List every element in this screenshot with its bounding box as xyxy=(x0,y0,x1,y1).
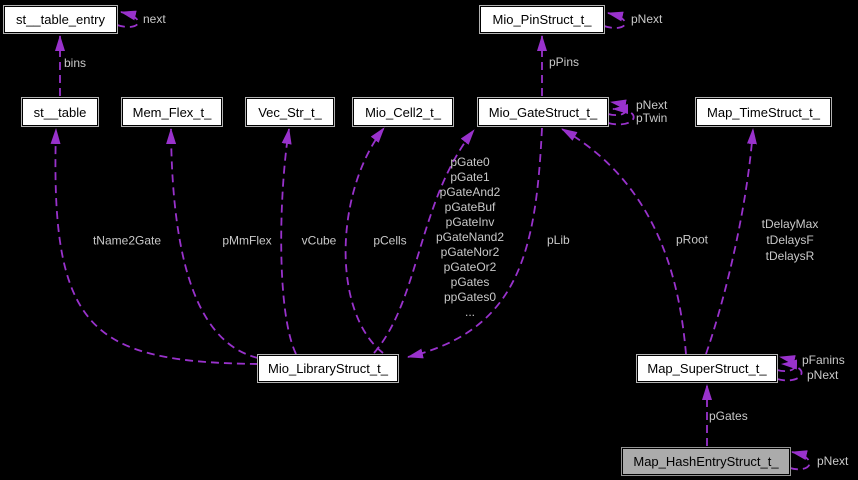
node-mem-flex[interactable]: Mem_Flex_t_ xyxy=(121,97,223,127)
node-st-table[interactable]: st__table xyxy=(21,97,99,127)
edge-label-time-fields: tDelayMax tDelaysF tDelaysR xyxy=(762,216,819,264)
edge-ptwin-gate-loop xyxy=(607,104,635,126)
edge-pnext-gate-loop xyxy=(607,99,627,116)
gate-field: ... xyxy=(464,305,475,319)
edge-pfanins-loop xyxy=(776,355,796,372)
edge-label-plib: pLib xyxy=(547,233,570,247)
gate-field: pGate1 xyxy=(450,170,490,184)
edge-next-loop xyxy=(116,10,140,28)
edge-label-ppins: pPins xyxy=(549,55,580,69)
edge-label-gate-fields: pGate0 pGate1 pGateAnd2 pGateBuf pGateIn… xyxy=(436,155,504,320)
edge-label-pnext-pin: pNext xyxy=(631,12,663,26)
edge-pnext-pin-loop xyxy=(603,11,627,29)
edge-label-pgates: pGates xyxy=(709,409,748,423)
edge-label-pcells: pCells xyxy=(373,233,407,248)
edge-pnext-super-loop xyxy=(776,359,803,382)
edge-label-ptwin: pTwin xyxy=(636,111,668,125)
time-field: tDelaysR xyxy=(765,249,815,263)
node-st-table-entry[interactable]: st__table_entry xyxy=(3,5,118,34)
gate-field: pGates xyxy=(450,275,490,289)
edge-label-pnext-super: pNext xyxy=(807,368,839,382)
gate-field: pGateBuf xyxy=(444,200,496,214)
time-field: tDelayMax xyxy=(761,217,819,231)
edge-tname2gate xyxy=(50,128,259,365)
edge-label-tname2gate: tName2Gate xyxy=(92,233,162,248)
edge-label-proot: pRoot xyxy=(675,232,709,247)
edge-label-next: next xyxy=(143,12,166,26)
edge-plib xyxy=(407,127,543,359)
edge-label-vcube: vCube xyxy=(301,233,337,248)
node-mio-gatestruct[interactable]: Mio_GateStruct_t_ xyxy=(477,97,609,127)
node-vec-str[interactable]: Vec_Str_t_ xyxy=(245,97,335,127)
edge-pcells xyxy=(344,127,385,354)
edge-label-pnext-gate: pNext xyxy=(636,98,668,112)
node-mio-librarystruct[interactable]: Mio_LibraryStruct_t_ xyxy=(257,354,399,383)
node-mio-pinstruct[interactable]: Mio_PinStruct_t_ xyxy=(479,5,605,34)
gate-field: pGateInv xyxy=(445,215,495,229)
edge-proot xyxy=(561,128,687,355)
node-mio-cell2[interactable]: Mio_Cell2_t_ xyxy=(352,97,454,127)
gate-field: pGateOr2 xyxy=(443,260,497,274)
gate-field: pGateAnd2 xyxy=(439,185,501,199)
node-map-timestruct[interactable]: Map_TimeStruct_t_ xyxy=(695,97,832,127)
edge-label-bins: bins xyxy=(64,56,87,70)
edge-label-pnext-hash: pNext xyxy=(817,454,849,468)
time-field: tDelaysF xyxy=(766,233,814,247)
edge-pmmflex xyxy=(166,128,259,359)
edge-pgate-fields xyxy=(373,129,475,354)
edge-vcube xyxy=(280,128,297,355)
gate-field: pGateNor2 xyxy=(440,245,500,259)
edge-label-pfanins: pFanins xyxy=(802,353,845,367)
edge-label-pmmflex: pMmFlex xyxy=(222,233,272,248)
gate-field: pGate0 xyxy=(450,155,490,169)
edge-tdelays xyxy=(705,128,757,355)
gate-field: ppGates0 xyxy=(443,290,497,304)
gate-field: pGateNand2 xyxy=(435,230,505,244)
edge-pnext-hash-loop xyxy=(789,450,811,471)
node-map-superstruct[interactable]: Map_SuperStruct_t_ xyxy=(636,354,778,383)
node-map-hashentrystruct[interactable]: Map_HashEntryStruct_t_ xyxy=(621,447,791,476)
